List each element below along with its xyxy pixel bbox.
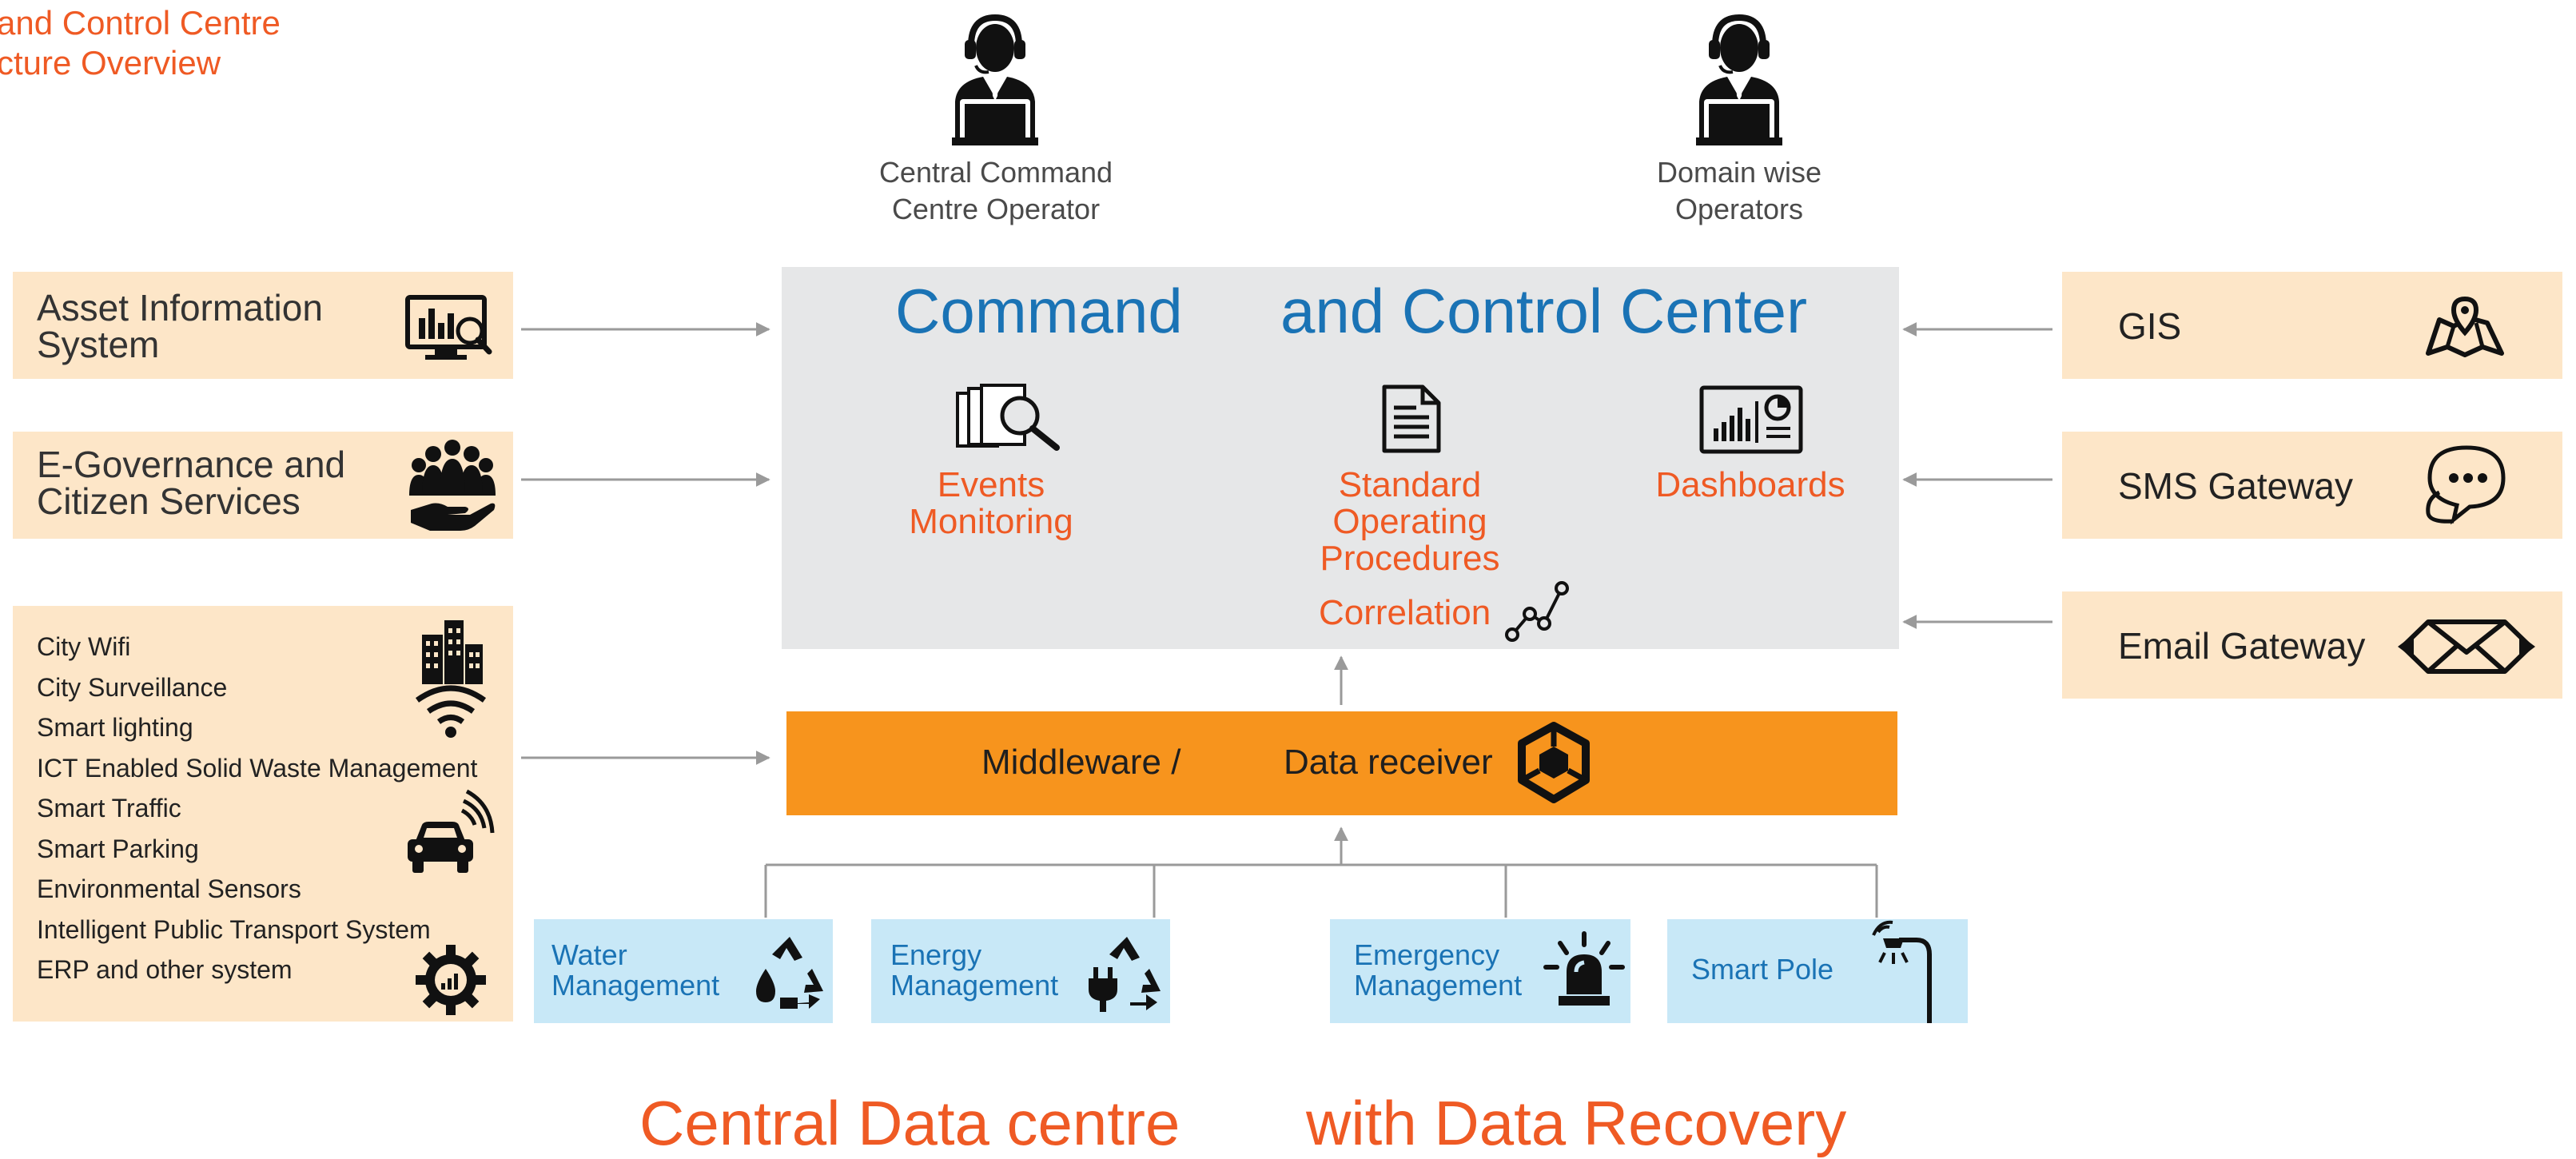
- ccc-title-part1: Command: [895, 276, 1183, 346]
- services-list: City Wifi City Surveillance Smart lighti…: [37, 627, 477, 990]
- page-title-line1: and Control Centre: [0, 4, 281, 42]
- water-management-label: Water Management: [551, 938, 720, 1002]
- operator-icon: [1696, 14, 1782, 145]
- standard-operating-procedures-label: Standard Operating Procedures: [1320, 465, 1500, 578]
- sms-gateway-box: SMS Gateway: [2062, 432, 2562, 539]
- footer-part1: Central Data centre: [639, 1088, 1181, 1158]
- list-item: City Wifi: [37, 632, 131, 661]
- connected-car-icon: [408, 789, 495, 873]
- water-recycle-icon: [756, 937, 823, 1009]
- sms-gateway-label: SMS Gateway: [2118, 465, 2353, 507]
- operator-label-central: Central Command Centre Operator: [878, 156, 1113, 225]
- chat-bubble-icon: [2426, 445, 2506, 525]
- list-item: Intelligent Public Transport System: [37, 914, 431, 944]
- middleware-label-part2: Data receiver: [1284, 743, 1493, 782]
- footer-part2: with Data Recovery: [1306, 1088, 1847, 1158]
- envelope-icon: [2398, 619, 2535, 674]
- dashboards-label: Dashboards: [1655, 465, 1845, 504]
- city-services-box: City Wifi City Surveillance Smart lighti…: [13, 606, 513, 1022]
- list-item: City Surveillance: [37, 672, 228, 702]
- command-control-center-panel: Command and Control Center Events Monito…: [782, 267, 1899, 649]
- email-gateway-label: Email Gateway: [2118, 625, 2366, 667]
- siren-icon: [1543, 931, 1625, 1006]
- gis-label: GIS: [2118, 305, 2182, 347]
- citizens-hand-icon: [409, 440, 496, 531]
- gear-chart-icon: [416, 945, 486, 1015]
- correlation-label: Correlation: [1319, 593, 1491, 632]
- email-gateway-box: Email Gateway: [2062, 591, 2562, 699]
- plug-recycle-icon: [1089, 937, 1161, 1012]
- map-pin-icon: [2426, 296, 2504, 357]
- hexagon-network-icon: [1518, 722, 1590, 803]
- asset-information-label: Asset Information System: [37, 287, 323, 365]
- list-item: Environmental Sensors: [37, 874, 301, 903]
- operator-icon: [952, 14, 1038, 145]
- list-item: ICT Enabled Solid Waste Management: [37, 753, 478, 783]
- document-icon: [1382, 384, 1441, 453]
- dashboard-icon: [1699, 385, 1803, 454]
- list-item: Smart Parking: [37, 834, 199, 863]
- egovernance-label: E-Governance and Citizen Services: [37, 444, 346, 522]
- page-title-line2: cture Overview: [0, 44, 221, 82]
- list-item: Smart lighting: [37, 713, 193, 742]
- operator-label-domain: Domain wise Operators: [1656, 156, 1822, 225]
- water-management-box: Water Management: [534, 919, 833, 1023]
- smart-pole-label: Smart Pole: [1691, 953, 1834, 986]
- asset-information-box: Asset Information System: [13, 272, 513, 379]
- correlation-graph-icon: [1505, 581, 1569, 642]
- list-item: Smart Traffic: [37, 794, 181, 822]
- egovernance-box: E-Governance and Citizen Services: [13, 432, 513, 539]
- documents-search-icon: [956, 384, 1060, 451]
- middleware-label-part1: Middleware /: [981, 743, 1181, 782]
- emergency-management-box: Emergency Management: [1330, 919, 1630, 1023]
- ccc-title-part2: and Control Center: [1280, 276, 1808, 346]
- emergency-management-label: Emergency Management: [1354, 938, 1523, 1002]
- smart-pole-box: Smart Pole: [1667, 919, 1968, 1023]
- monitor-chart-icon: [405, 295, 492, 360]
- street-light-icon: [1872, 920, 1932, 1023]
- smart-city-wifi-icon: [415, 620, 487, 738]
- middleware-bar: Middleware / Data receiver: [786, 711, 1897, 815]
- events-monitoring-label: Events Monitoring: [909, 465, 1073, 541]
- energy-management-box: Energy Management: [871, 919, 1170, 1023]
- list-item: ERP and other system: [37, 955, 293, 984]
- gis-box: GIS: [2062, 272, 2562, 379]
- energy-management-label: Energy Management: [890, 938, 1059, 1002]
